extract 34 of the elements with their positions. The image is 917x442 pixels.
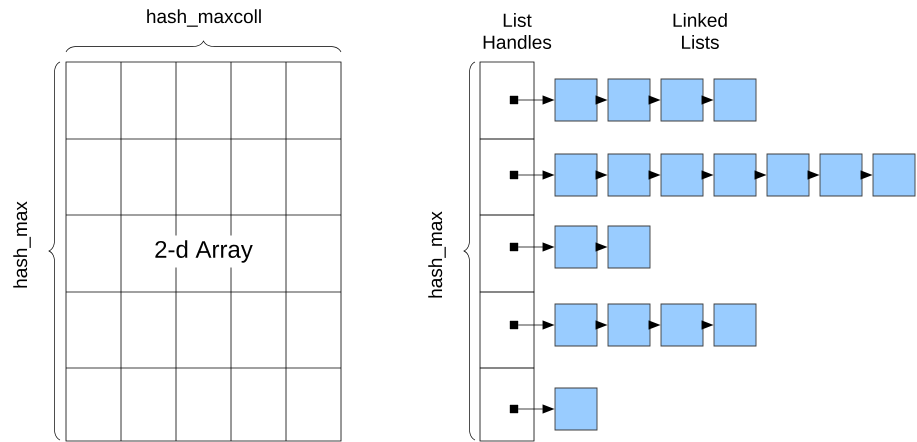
handle-cell [480,214,534,292]
pointer-square [510,96,518,104]
pointer-square [510,242,518,252]
list-node [608,304,650,346]
axis-label: hash_max [13,201,31,288]
list-node [554,226,598,268]
list-node [714,78,756,122]
axis-label: Linked Lists [674,13,727,49]
handle-cell [480,138,534,216]
list-node [660,304,704,346]
list-node [660,78,704,122]
list-node [660,154,704,196]
list-node [714,154,756,196]
list-node [820,154,862,196]
list-node [554,78,598,122]
list-node [608,78,650,122]
list-node [554,154,598,196]
list-node [554,304,598,346]
list-node [766,154,810,196]
list-node [608,226,650,268]
handle-cell [480,62,534,140]
axis-label: hash_maxcoll [147,9,261,27]
list-node [714,304,756,346]
axis-label: hash_max [428,211,446,298]
list-node [554,388,598,430]
list-node [872,154,916,196]
handle-cell [480,368,534,442]
pointer-square [510,404,518,414]
list-node [608,154,650,196]
pointer-square [510,320,518,330]
pointer-square [510,170,518,180]
axis-label: List Handles [484,13,552,49]
handle-cell [480,292,534,368]
array-grid: 2-d Array [66,62,342,442]
